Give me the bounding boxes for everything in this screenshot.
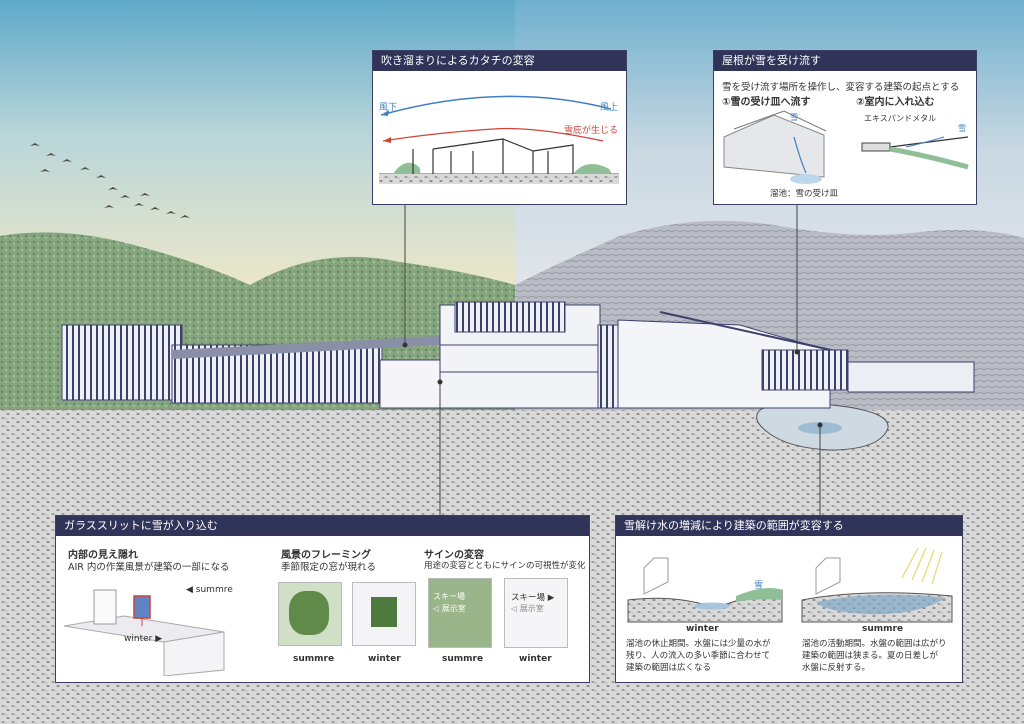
leader-dot — [402, 342, 408, 348]
col2-heading: 風景のフレーミング — [281, 550, 371, 561]
leader-dot — [437, 379, 443, 385]
sign-summer-sub: ◁ 展示室 — [433, 604, 466, 613]
col3-summer-caption: summre — [442, 654, 484, 664]
summer-desc-line-2: 建築の範囲は狭まる。夏の日差しが — [802, 651, 939, 661]
panel-title: 屋根が雪を受け流す — [714, 51, 976, 71]
framing-winter-window — [352, 582, 416, 646]
framing-summer-window — [278, 582, 342, 646]
sign-summer-text: スキー場 — [433, 592, 465, 601]
wind-arrow-red — [382, 127, 604, 142]
col1-summer-label: ◀ summre — [186, 585, 233, 595]
windward-label: 風上 — [599, 103, 618, 113]
drift-left — [393, 162, 421, 174]
col3-description: 用途の変容とともにサインの可視性が変化 — [424, 561, 586, 571]
glass-slit-diagram — [64, 589, 225, 676]
pond-caption: 溜池：雪の受け皿 — [770, 189, 839, 199]
drift-diagram — [379, 95, 619, 184]
col1-description: AIR 内の作業風景が建築の一部になる — [68, 562, 230, 573]
col1-heading: 内部の見え隠れ — [68, 550, 138, 561]
panel-title: 吹き溜まりによるカタチの変容 — [373, 51, 626, 71]
bird-flock — [30, 143, 190, 218]
snow-label: 雪 — [754, 581, 764, 591]
col3-heading: サインの変容 — [424, 550, 484, 561]
building-outline — [412, 138, 574, 174]
summer-desc-line-3: 水盤に反射する。 — [802, 663, 871, 673]
expanded-metal-label: エキスパンドメタル — [864, 114, 937, 123]
item-1-heading: ①雪の受け皿へ流す — [722, 97, 811, 108]
panel-title: ガラススリットに雪が入り込む — [56, 516, 589, 536]
panel-roof-snow-flow: 屋根が雪を受け流す 雪を受け流す場所を操作し、変容する建築の起点とする ①雪の受… — [713, 50, 977, 205]
roof-flow-diagram — [723, 110, 969, 184]
panel-snowmelt-range: 雪解け水の増減により建築の範囲が変容する 雪 winter summre 溜池の… — [615, 515, 963, 683]
col2-summer-caption: summre — [293, 654, 335, 664]
panel-snowdrift-form: 吹き溜まりによるカタチの変容 風下 風上 雪庇が生じる — [372, 50, 627, 205]
leeward-label: 風下 — [379, 103, 398, 113]
wind-arrow-blue — [380, 95, 612, 116]
sign-winter-sub: ◁ 展示室 — [511, 604, 544, 613]
sign-summer-panel: スキー場 ◁ 展示室 — [428, 578, 492, 648]
winter-caption: winter — [686, 624, 719, 634]
panel-title: 雪解け水の増減により建築の範囲が変容する — [616, 516, 962, 536]
winter-desc-line-2: 残り、人の流入の多い季節に合わせて — [626, 651, 771, 661]
cornice-label: 雪庇が生じる — [563, 126, 618, 136]
summer-desc-line-1: 溜池の活動期間。水盤の範囲は広がり — [802, 639, 947, 649]
snow-label: 雪 — [790, 113, 798, 122]
sign-winter-text: スキー場 ▶ — [511, 593, 555, 603]
panel-description: 雪を受け流す場所を操作し、変容する建築の起点とする — [722, 82, 960, 93]
sign-winter-panel: スキー場 ▶ ◁ 展示室 — [504, 578, 568, 648]
leader-dot — [817, 422, 823, 428]
winter-desc-line-1: 溜池の休止期間。水盤には少量の水が — [626, 639, 771, 649]
leader-dot — [794, 349, 800, 355]
building-section — [61, 301, 975, 409]
col2-description: 季節限定の窓が現れる — [281, 562, 377, 573]
snow-label-2: 雪 — [958, 124, 966, 133]
col1-winter-label: winter ▶ — [124, 634, 163, 644]
summer-caption: summre — [862, 624, 904, 634]
item-2-heading: ②室内に入れ込む — [856, 97, 935, 108]
winter-desc-line-3: 建築の範囲は広くなる — [626, 663, 712, 673]
col2-winter-caption: winter — [368, 654, 401, 664]
drift-right — [573, 164, 611, 174]
leader-lines — [404, 205, 821, 515]
snowmelt-diagrams — [627, 547, 953, 623]
panel-glass-slit-snow: ガラススリットに雪が入り込む 内部の見え隠れ AIR 内の作業風景が建築の一部に… — [55, 515, 590, 683]
col3-winter-caption: winter — [519, 654, 552, 664]
